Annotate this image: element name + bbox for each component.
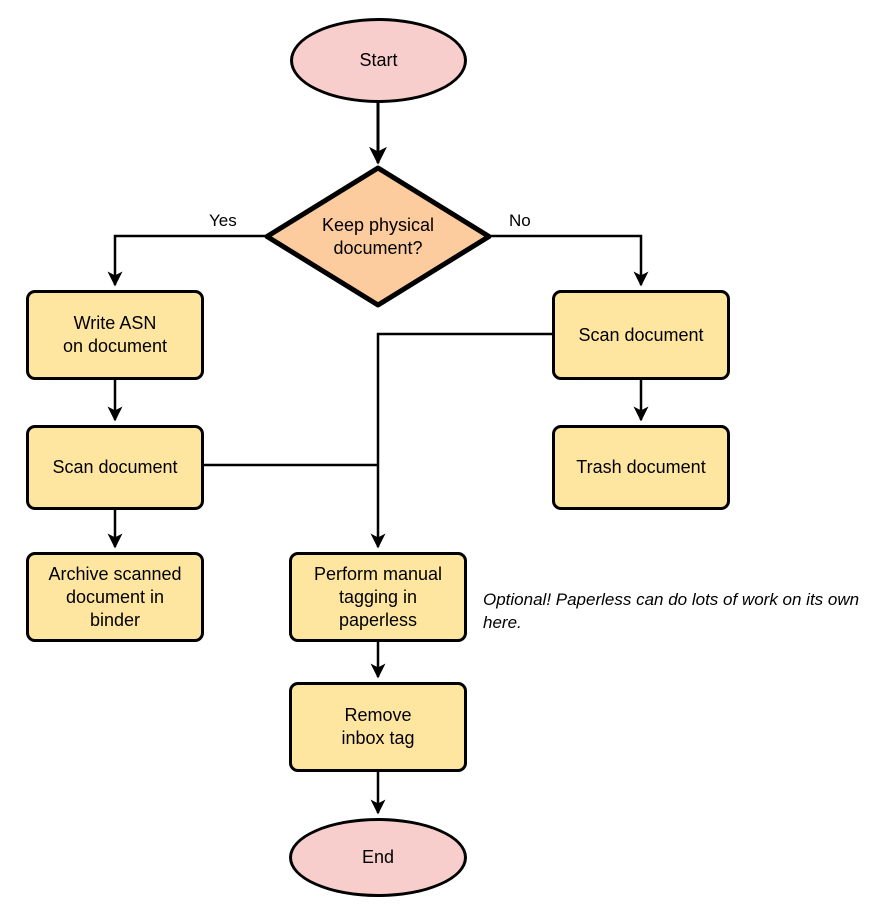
- edge-label-yes: Yes: [209, 211, 237, 230]
- node-scan-document-left-label: Scan document: [52, 457, 178, 477]
- node-trash-document-label: Trash document: [576, 457, 706, 477]
- node-scan-document-left[interactable]: Scan document: [26, 425, 204, 510]
- node-perform-manual-tagging-label: Perform manual tagging in paperless: [313, 563, 443, 630]
- node-remove-inbox-tag[interactable]: Remove inbox tag: [289, 682, 467, 772]
- node-scan-document-right-label: Scan document: [578, 324, 704, 345]
- node-scan-document-right[interactable]: Scan document: [552, 290, 730, 380]
- node-end[interactable]: End: [289, 818, 467, 897]
- node-perform-manual-tagging[interactable]: Perform manual tagging in paperless: [289, 552, 467, 642]
- node-trash-document[interactable]: Trash document: [552, 425, 730, 510]
- node-write-asn-on-document[interactable]: Write ASN on document: [26, 290, 204, 380]
- edge-yes-to-write-asn: [107, 234, 265, 287]
- node-keep-physical-document-label: Keep physical document?: [321, 214, 435, 258]
- node-archive-scanned-document-label: Archive scanned document in binder: [48, 563, 182, 630]
- edge-label-no: No: [509, 211, 531, 230]
- edge-no-to-scan-right: [491, 234, 649, 287]
- decision-diamond-shape: [264, 165, 492, 308]
- node-keep-physical-document[interactable]: Keep physical document?: [264, 165, 492, 308]
- node-remove-inbox-tag-label: Remove inbox tag: [341, 705, 415, 748]
- edge-scan-right-to-manual-tagging: [370, 332, 552, 549]
- annotation-optional-note: Optional! Paperless can do lots of work …: [483, 590, 860, 632]
- node-end-label: End: [361, 847, 395, 867]
- node-archive-scanned-document[interactable]: Archive scanned document in binder: [26, 552, 204, 642]
- node-start[interactable]: Start: [290, 18, 467, 103]
- node-write-asn-on-document-label: Write ASN on document: [62, 313, 168, 356]
- node-start-label: Start: [359, 50, 398, 70]
